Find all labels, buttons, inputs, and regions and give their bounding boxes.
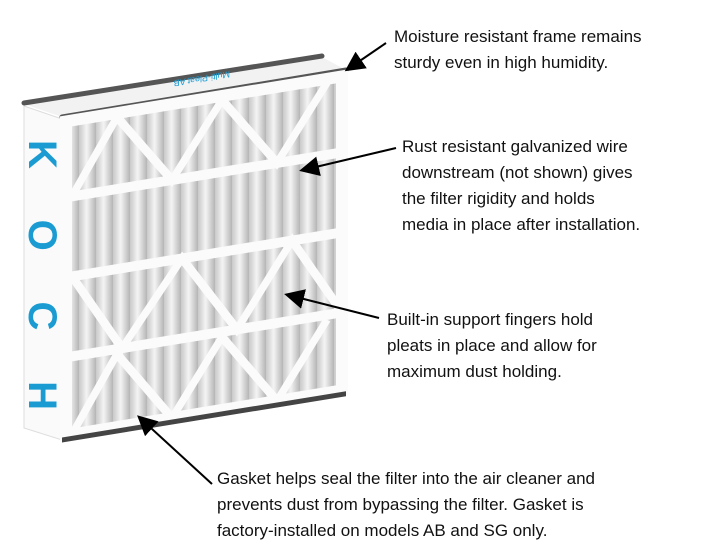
callout-line: pleats in place and allow for [387,336,597,355]
filter-side-face: KOCH [20,105,64,441]
arrow-gasket [137,415,213,485]
callout-line: maximum dust holding. [387,362,562,381]
callout-line: downstream (not shown) gives [402,163,633,182]
arrow-fingers [284,289,380,319]
callout-galvanized-wire: Rust resistant galvanized wire downstrea… [402,134,640,238]
support-fingers [68,81,346,436]
callout-line: sturdy even in high humidity. [394,53,609,72]
callout-moisture-frame: Moisture resistant frame remains sturdy … [394,24,642,76]
callout-line: the filter rigidity and holds [402,189,595,208]
top-gasket-back [21,53,325,106]
callout-line: factory-installed on models AB and SG on… [217,521,548,540]
callout-line: Gasket helps seal the filter into the ai… [217,469,595,488]
callout-gasket: Gasket helps seal the filter into the ai… [217,466,595,544]
callout-line: media in place after installation. [402,215,641,234]
support-frame [60,69,348,443]
callout-line: Built-in support fingers hold [387,310,594,329]
bottom-gasket [62,391,346,443]
callout-support-fingers: Built-in support fingers hold pleats in … [387,307,597,385]
callout-line: Moisture resistant frame remains [394,27,642,46]
callout-arrows [137,42,397,485]
arrow-wire [299,147,397,177]
callout-line: Rust resistant galvanized wire [402,137,628,156]
callout-line: prevents dust from bypassing the filter.… [217,495,584,514]
arrow-frame [344,42,387,72]
filter-front-face [60,69,348,443]
